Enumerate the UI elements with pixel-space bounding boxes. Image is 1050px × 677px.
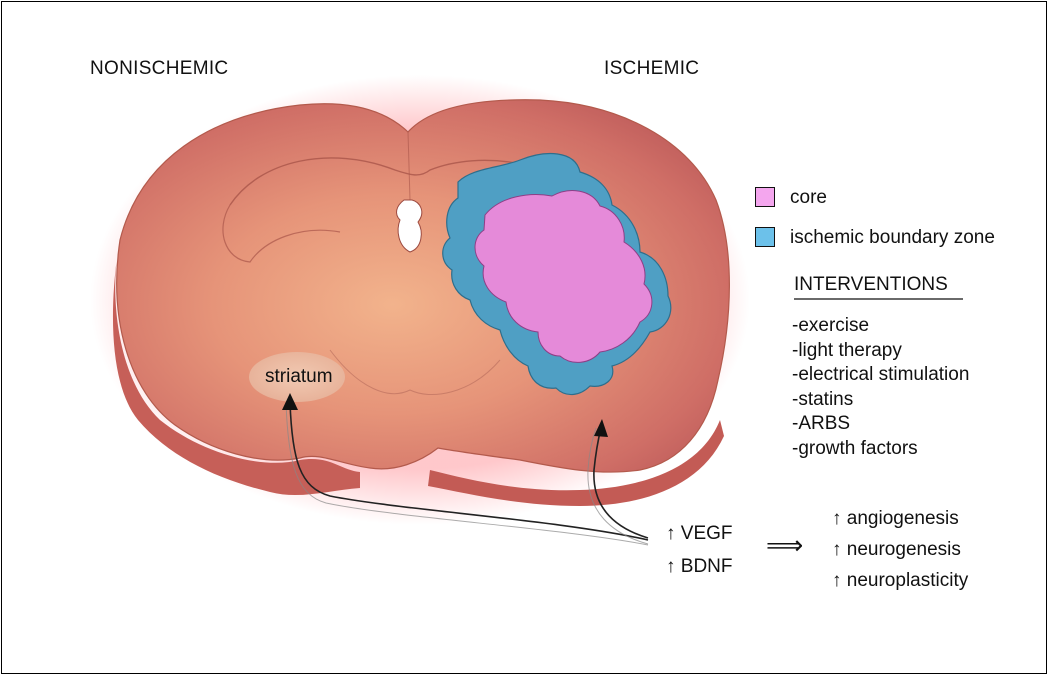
slab-side <box>112 250 360 496</box>
hippocampus-left-line <box>222 204 341 263</box>
effect-neuroplasticity: ↑ neuroplasticity <box>832 570 969 591</box>
intervention-item: -growth factors <box>792 437 918 459</box>
interventions-list: -exercise -light therapy -electrical sti… <box>792 314 969 461</box>
factor-vegf: ↑ VEGF <box>666 523 733 544</box>
effect-angiogenesis: ↑ angiogenesis <box>832 508 959 529</box>
effect-neurogenesis: ↑ neurogenesis <box>832 539 961 560</box>
nonischemic-header: NONISCHEMIC <box>90 58 229 79</box>
intervention-item: -light therapy <box>792 339 902 361</box>
effect-arrow: ⟹ <box>766 530 804 560</box>
arrowhead-striatum <box>282 393 298 410</box>
legend-swatch-core <box>755 187 775 207</box>
lower-fold-line <box>329 349 501 396</box>
intervention-item: -ARBS <box>792 413 851 434</box>
midline-line <box>407 131 411 201</box>
striatum-label: striatum <box>265 366 333 387</box>
infarct-core <box>474 190 653 363</box>
intervention-item: -exercise <box>792 315 870 336</box>
intervention-item: -statins <box>792 388 854 410</box>
arrow-to-ischemic <box>593 427 649 539</box>
factor-bdnf: ↑ BDNF <box>666 556 733 577</box>
slab-side-right <box>428 420 724 506</box>
arrow-to-striatum-shadow <box>285 401 649 546</box>
striatum-region <box>249 352 345 402</box>
intervention-item: -electrical stimulation <box>792 364 970 385</box>
legend-label-core: core <box>790 187 827 208</box>
legend-label-boundary: ischemic boundary zone <box>790 227 995 248</box>
arrowhead-ischemic <box>594 419 608 437</box>
arrow-to-ischemic-shadow <box>587 427 649 545</box>
ventricle <box>396 199 423 253</box>
legend-swatch-boundary <box>755 227 775 247</box>
interventions-title: INTERVENTIONS <box>794 274 948 295</box>
ischemic-header: ISCHEMIC <box>604 58 700 79</box>
arrow-to-striatum <box>289 401 649 541</box>
